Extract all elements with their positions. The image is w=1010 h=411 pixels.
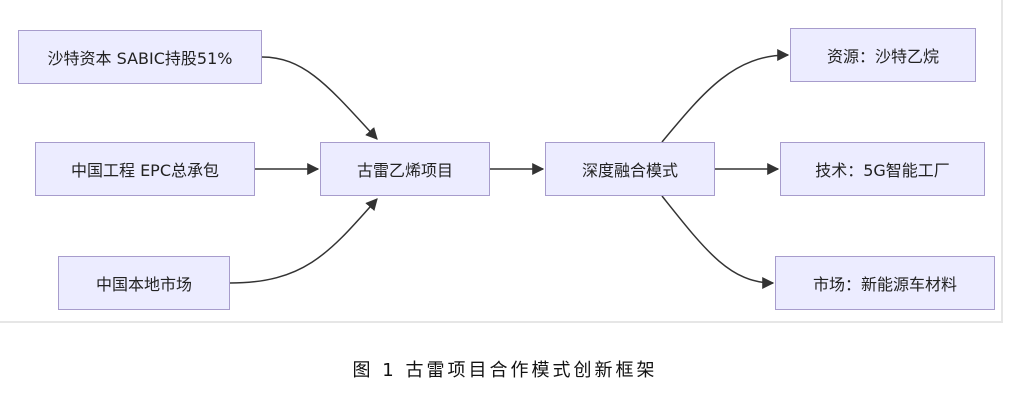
node-tech: 技术：5G智能工厂 [780, 142, 985, 196]
node-local-market: 中国本地市场 [58, 256, 230, 310]
node-gulei: 古雷乙烯项目 [320, 142, 490, 196]
edge-local-to-gulei [229, 198, 378, 284]
node-resource: 资源：沙特乙烷 [790, 28, 976, 82]
node-market: 市场：新能源车材料 [775, 256, 995, 310]
edge-fusion-to-market [661, 195, 775, 289]
node-fusion: 深度融合模式 [545, 142, 715, 196]
node-epc: 中国工程 EPC总承包 [35, 142, 255, 196]
edge-sabic-to-gulei [261, 56, 378, 140]
figure-caption: 图 1 古雷项目合作模式创新框架 [352, 360, 658, 381]
diagram-frame [0, 0, 1003, 323]
node-sabic: 沙特资本 SABIC持股51% [18, 30, 262, 84]
diagram-edges [229, 49, 790, 289]
edge-fusion-to-resource [661, 49, 790, 143]
